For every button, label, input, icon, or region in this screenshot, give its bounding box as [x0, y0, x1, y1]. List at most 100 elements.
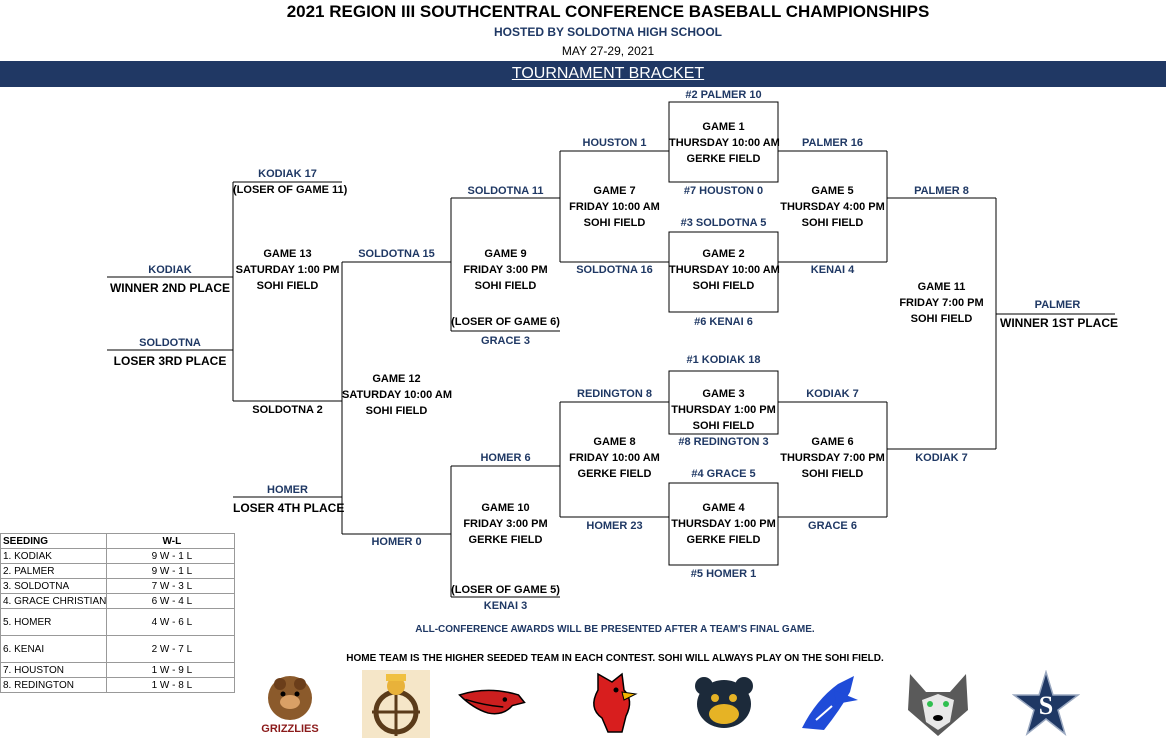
- game8-field: GERKE FIELD: [577, 468, 652, 480]
- game8-bottom-team: HOMER 23: [586, 520, 643, 532]
- game10-field: GERKE FIELD: [468, 534, 543, 546]
- game2-field: SOHI FIELD: [692, 280, 755, 292]
- first-place-team: PALMER: [1034, 299, 1081, 311]
- game10-bottom-team: KENAI 3: [483, 600, 528, 612]
- seeding-table: SEEDING W-L 1. KODIAK 9 W - 1 L 2. PALME…: [0, 533, 236, 693]
- game11-field: SOHI FIELD: [910, 313, 973, 325]
- seeding-header: SEEDING: [0, 533, 108, 549]
- page-title: 2021 REGION III SOUTHCENTRAL CONFERENCE …: [286, 2, 930, 21]
- seed-name: 5. HOMER: [0, 608, 108, 636]
- wl-header: W-L: [106, 533, 236, 549]
- seed-name: 3. SOLDOTNA: [0, 578, 108, 594]
- game13-info: GAME 13 SATURDAY 1:00 PM SOHI FIELD: [233, 246, 342, 294]
- game12-bottom-team: HOMER 0: [371, 536, 422, 548]
- game9-field: SOHI FIELD: [474, 280, 537, 292]
- game3-name: GAME 3: [702, 388, 745, 400]
- fourth-place-label: LOSER 4TH PLACE: [233, 501, 345, 515]
- game6-info: GAME 6 THURSDAY 7:00 PM SOHI FIELD: [778, 434, 887, 482]
- game10-time: FRIDAY 3:00 PM: [463, 518, 548, 530]
- seed-name: 4. GRACE CHRISTIAN: [0, 593, 108, 609]
- game7-name: GAME 7: [593, 185, 636, 197]
- game2-info: GAME 2 THURSDAY 10:00 AM SOHI FIELD: [669, 246, 780, 294]
- bear-logo: [695, 677, 753, 728]
- game2-name: GAME 2: [702, 248, 745, 260]
- soldotna-letter: S: [1039, 691, 1053, 720]
- game4-bottom-team: #5 HOMER 1: [690, 568, 757, 580]
- mariner-wheel-logo: [362, 670, 430, 738]
- host-line: HOSTED BY SOLDOTNA HIGH SCHOOL: [493, 25, 722, 39]
- game3-top-team: #1 KODIAK 18: [686, 354, 761, 366]
- husky-logo: [908, 674, 968, 736]
- seed-name: 1. KODIAK: [0, 548, 108, 564]
- game8-name: GAME 8: [593, 436, 636, 448]
- banner-title: TOURNAMENT BRACKET: [511, 65, 705, 82]
- home-team-note: HOME TEAM IS THE HIGHER SEEDED TEAM IN E…: [346, 653, 884, 664]
- table-row: 4. GRACE CHRISTIAN 6 W - 4 L: [0, 593, 236, 609]
- first-place-label: WINNER 1ST PLACE: [1000, 316, 1119, 330]
- game4-top-team: #4 GRACE 5: [691, 468, 756, 480]
- game5-info: GAME 5 THURSDAY 4:00 PM SOHI FIELD: [778, 183, 887, 231]
- seed-record: 7 W - 3 L: [106, 578, 236, 594]
- game11-name: GAME 11: [917, 281, 966, 293]
- game11-time: FRIDAY 7:00 PM: [899, 297, 984, 309]
- game6-time: THURSDAY 7:00 PM: [780, 452, 885, 464]
- game7-field: SOHI FIELD: [583, 217, 646, 229]
- game5-name: GAME 5: [811, 185, 854, 197]
- seed-record: 1 W - 8 L: [106, 677, 236, 693]
- game8-top-team: REDINGTON 8: [577, 388, 652, 400]
- game3-info: GAME 3 THURSDAY 1:00 PM SOHI FIELD: [669, 386, 778, 434]
- game1-name: GAME 1: [702, 121, 745, 133]
- game4-time: THURSDAY 1:00 PM: [671, 518, 776, 530]
- game8-time: FRIDAY 10:00 AM: [569, 452, 660, 464]
- seed-record: 6 W - 4 L: [106, 593, 236, 609]
- game6-name: GAME 6: [811, 436, 854, 448]
- game6-field: SOHI FIELD: [801, 468, 864, 480]
- cardinal-logo: [593, 672, 638, 733]
- game6-bottom-team: GRACE 6: [808, 520, 857, 532]
- third-place-label: LOSER 3RD PLACE: [113, 354, 227, 368]
- second-place-team: KODIAK: [148, 264, 192, 276]
- game11-info: GAME 11 FRIDAY 7:00 PM SOHI FIELD: [887, 279, 996, 327]
- table-row: 7. HOUSTON 1 W - 9 L: [0, 662, 236, 678]
- game3-bottom-team: #8 REDINGTON 3: [678, 436, 769, 448]
- game8-info: GAME 8 FRIDAY 10:00 AM GERKE FIELD: [560, 434, 669, 482]
- game12-field: SOHI FIELD: [365, 405, 428, 417]
- game12-top-team: SOLDOTNA 15: [358, 248, 435, 260]
- table-row: 1. KODIAK 9 W - 1 L: [0, 548, 236, 564]
- game7-info: GAME 7 FRIDAY 10:00 AM SOHI FIELD: [560, 183, 669, 231]
- game5-field: SOHI FIELD: [801, 217, 864, 229]
- soldotna-star-logo: S: [1012, 670, 1080, 737]
- second-place-label: WINNER 2ND PLACE: [109, 281, 230, 295]
- game12-time: SATURDAY 10:00 AM: [342, 389, 453, 401]
- game10-info: GAME 10 FRIDAY 3:00 PM GERKE FIELD: [451, 500, 560, 548]
- game13-field: SOHI FIELD: [256, 280, 319, 292]
- game2-time: THURSDAY 10:00 AM: [669, 264, 780, 276]
- banner-bar: [0, 61, 1166, 87]
- game2-top-team: #3 SOLDOTNA 5: [680, 217, 767, 229]
- game7-top-team: HOUSTON 1: [582, 137, 647, 149]
- game13-bottom-team: SOLDOTNA 2: [252, 404, 323, 416]
- game12-info: GAME 12 SATURDAY 10:00 AM SOHI FIELD: [342, 371, 453, 419]
- game9-time: FRIDAY 3:00 PM: [463, 264, 548, 276]
- game9-top-team: SOLDOTNA 11: [467, 185, 544, 197]
- game7-bottom-team: SOLDOTNA 16: [576, 264, 653, 276]
- game4-info: GAME 4 THURSDAY 1:00 PM GERKE FIELD: [669, 500, 778, 548]
- hawk-logo: [458, 689, 526, 715]
- game13-top-note: (LOSER OF GAME 11): [233, 184, 348, 196]
- game3-field: SOHI FIELD: [692, 420, 755, 432]
- date-line: MAY 27-29, 2021: [561, 44, 655, 58]
- seed-name: 8. REDINGTON: [0, 677, 108, 693]
- game1-bottom-team: #7 HOUSTON 0: [683, 185, 764, 197]
- seed-name: 7. HOUSTON: [0, 662, 108, 678]
- seed-name: 2. PALMER: [0, 563, 108, 579]
- game10-bottom-note: (LOSER OF GAME 5): [451, 584, 560, 596]
- game2-bottom-team: #6 KENAI 6: [694, 316, 753, 328]
- seed-record: 9 W - 1 L: [106, 548, 236, 564]
- game6-top-team: KODIAK 7: [806, 388, 859, 400]
- game10-top-team: HOMER 6: [480, 452, 531, 464]
- game13-time: SATURDAY 1:00 PM: [235, 264, 340, 276]
- game4-name: GAME 4: [702, 502, 745, 514]
- game5-top-team: PALMER 16: [802, 137, 863, 149]
- game9-name: GAME 9: [484, 248, 527, 260]
